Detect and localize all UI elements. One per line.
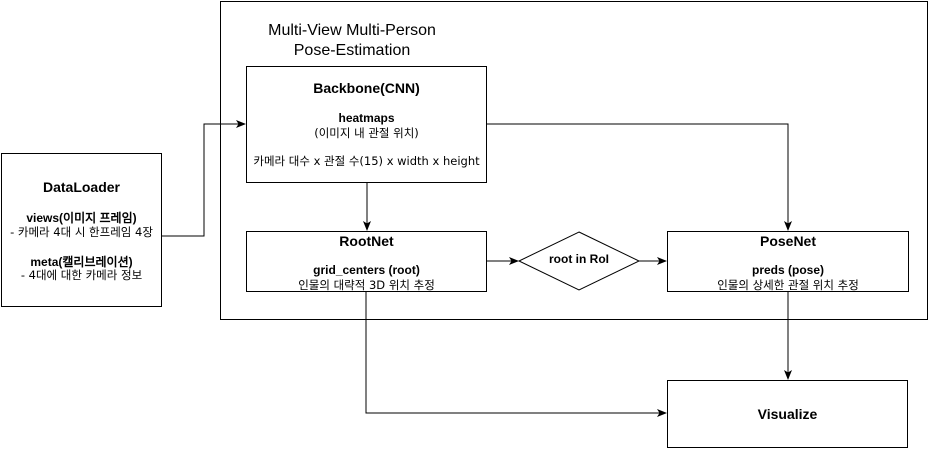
posenet-title: PoseNet [759,233,817,249]
dataloader-meta-label: meta(캘리브레이션) [30,255,133,269]
edge-backbone-posenet [486,123,792,231]
frame-title: Multi-View Multi-Person Pose-Estimation [262,21,442,61]
dataloader-box: DataLoader views(이미지 프레임) - 카메라 4대 시 한프레… [1,153,162,307]
visualize-title: Visualize [757,406,818,422]
frame-title-line1: Multi-View Multi-Person [268,22,436,39]
backbone-box: Backbone(CNN) heatmaps (이미지 내 관절 위치) 카메라… [246,66,487,183]
dataloader-meta-desc: - 4대에 대한 카메라 정보 [20,268,143,282]
posenet-output-label: preds (pose) [751,263,824,277]
visualize-box: Visualize [667,380,908,448]
backbone-shape: 카메라 대수 x 관절 수(15) x width x height [253,154,480,168]
backbone-output-label: heatmaps [338,111,395,125]
frame-title-line2: Pose-Estimation [293,42,411,59]
decision-label: root in RoI [549,252,609,266]
dataloader-views-label: views(이미지 프레임) [26,211,137,225]
posenet-output-desc: 인물의 상세한 관절 위치 추정 [717,278,859,292]
rootnet-title: RootNet [339,233,394,249]
pipeline-frame [220,1,928,320]
edge-rootnet-visualize [365,291,667,417]
posenet-box: PoseNet preds (pose) 인물의 상세한 관절 위치 추정 [667,231,909,292]
rootnet-output-label: grid_centers (root) [313,263,420,277]
dataloader-title: DataLoader [42,179,121,195]
decision-diamond [517,231,641,291]
rootnet-box: RootNet grid_centers (root) 인물의 대략적 3D 위… [246,231,487,292]
backbone-title: Backbone(CNN) [313,80,420,96]
rootnet-output-desc: 인물의 대략적 3D 위치 추정 [298,278,435,292]
dataloader-views-desc: - 카메라 4대 시 한프레임 4장 [10,225,153,239]
backbone-output-desc: (이미지 내 관절 위치) [314,126,419,140]
edge-dataloader-backbone [161,120,246,237]
